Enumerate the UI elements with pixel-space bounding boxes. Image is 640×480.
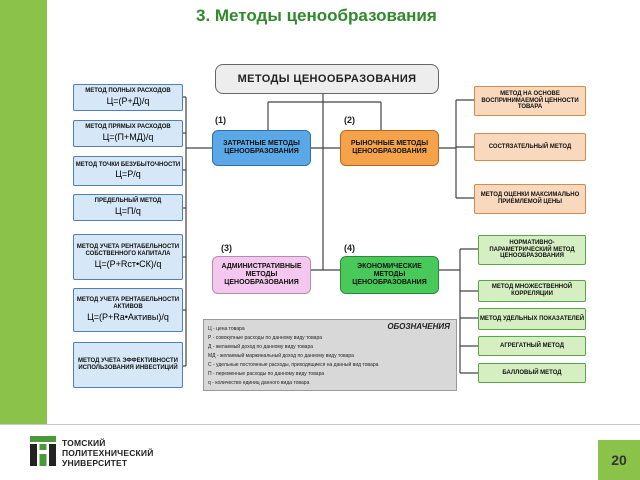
left-method-6-name: МЕТОД УЧЕТА РЕНТАБЕЛЬНОСТИ АКТИВОВ <box>76 297 180 311</box>
econ-method-4: АГРЕГАТНЫЙ МЕТОД <box>478 336 586 356</box>
university-line: УНИВЕРСИТЕТ <box>62 458 128 468</box>
econ-method-5: БАЛЛОВЫЙ МЕТОД <box>478 363 586 383</box>
left-method-1-name: МЕТОД ПОЛНЫХ РАСХОДОВ <box>85 88 171 95</box>
left-method-3-formula: Ц=Р/q <box>115 169 141 180</box>
left-method-1: МЕТОД ПОЛНЫХ РАСХОДОВ Ц=(Р+Д)/q <box>73 84 183 111</box>
university-name: ТОМСКИЙ ПОЛИТЕХНИЧЕСКИЙ УНИВЕРСИТЕТ <box>62 438 182 468</box>
left-method-5-name: МЕТОД УЧЕТА РЕНТАБЕЛЬНОСТИ СОБСТВЕННОГО … <box>76 244 180 258</box>
left-method-7-name: МЕТОД УЧЕТА ЭФФЕКТИВНОСТИ ИСПОЛЬЗОВАНИЯ … <box>78 358 178 371</box>
costly-methods-box: ЗАТРАТНЫЕ МЕТОДЫ ЦЕНООБРАЗОВАНИЯ <box>212 130 311 166</box>
methods-main-box: МЕТОДЫ ЦЕНООБРАЗОВАНИЯ <box>215 64 439 94</box>
footer-divider <box>0 424 640 425</box>
page-number: 20 <box>598 440 640 480</box>
econ-method-3: МЕТОД УДЕЛЬНЫХ ПОКАЗАТЕЛЕЙ <box>478 308 586 330</box>
connector-lines <box>183 94 478 374</box>
left-method-5-formula: Ц=(Р+Rст•СК)/q <box>94 258 162 269</box>
market-method-3: МЕТОД ОЦЕНКИ МАКСИМАЛЬНО ПРИЕМЛЕМОЙ ЦЕНЫ <box>474 184 586 214</box>
slide-title: 3. Методы ценообразования <box>196 6 437 25</box>
legend-line: П - переменные расходы по данному виду т… <box>208 371 325 377</box>
market-methods-box: РЫНОЧНЫЕ МЕТОДЫ ЦЕНООБРАЗОВАНИЯ <box>340 130 439 166</box>
university-line: ПОЛИТЕХНИЧЕСКИЙ <box>62 448 154 458</box>
left-method-6-formula: Ц=(Р+Rа•Активы)/q <box>87 311 169 322</box>
label-4: (4) <box>344 243 355 253</box>
tpu-logo-icon <box>30 436 56 466</box>
market-method-2: СОСТЯЗАТЕЛЬНЫЙ МЕТОД <box>474 133 586 161</box>
left-method-2-formula: Ц=(П+МД)/q <box>102 131 154 142</box>
left-method-4-formula: Ц=П/q <box>115 205 141 216</box>
market-method-1: МЕТОД НА ОСНОВЕ ВОСПРИНИМАЕМОЙ ЦЕННОСТИ … <box>474 86 586 116</box>
left-method-5: МЕТОД УЧЕТА РЕНТАБЕЛЬНОСТИ СОБСТВЕННОГО … <box>73 234 183 280</box>
left-method-3: МЕТОД ТОЧКИ БЕЗУБЫТОЧНОСТИ Ц=Р/q <box>73 156 183 186</box>
legend-line: q - количество единиц данного вида товар… <box>208 380 310 386</box>
admin-methods-box: АДМИНИСТРАТИВНЫЕ МЕТОДЫ ЦЕНООБРАЗОВАНИЯ <box>212 256 311 294</box>
econ-method-1: НОРМАТИВНО-ПАРАМЕТРИЧЕСКИЙ МЕТОД ЦЕНООБР… <box>478 235 586 265</box>
legend-line: Д - желаемый доход по данному виду товар… <box>208 344 314 350</box>
left-method-1-formula: Ц=(Р+Д)/q <box>106 95 150 106</box>
label-3: (3) <box>221 243 232 253</box>
left-method-2-name: МЕТОД ПРЯМЫХ РАСХОДОВ <box>85 124 171 131</box>
left-method-7: МЕТОД УЧЕТА ЭФФЕКТИВНОСТИ ИСПОЛЬЗОВАНИЯ … <box>73 342 183 388</box>
left-method-3-name: МЕТОД ТОЧКИ БЕЗУБЫТОЧНОСТИ <box>75 161 181 168</box>
left-method-6: МЕТОД УЧЕТА РЕНТАБЕЛЬНОСТИ АКТИВОВ Ц=(Р+… <box>73 288 183 332</box>
left-method-4-name: ПРЕДЕЛЬНЫЙ МЕТОД <box>94 198 162 205</box>
left-method-4: ПРЕДЕЛЬНЫЙ МЕТОД Ц=П/q <box>73 194 183 221</box>
econ-method-2: МЕТОД МНОЖЕСТВЕННОЙ КОРРЕЛЯЦИИ <box>478 280 586 302</box>
legend-line: С - удельные постоянные расходы, приходя… <box>208 362 379 368</box>
legend-line: Ц - цена товара <box>208 326 245 332</box>
university-line: ТОМСКИЙ <box>62 438 106 448</box>
econ-methods-box: ЭКОНОМИЧЕСКИЕ МЕТОДЫ ЦЕНООБРАЗОВАНИЯ <box>340 256 439 294</box>
label-2: (2) <box>344 115 355 125</box>
legend-line: МД - желаемый маржинальный доход по данн… <box>208 353 354 359</box>
legend-box: ОБОЗНАЧЕНИЯ Ц - цена товара Р - совокупн… <box>203 319 457 391</box>
label-1: (1) <box>215 115 226 125</box>
legend-title: ОБОЗНАЧЕНИЯ <box>387 322 450 331</box>
left-method-2: МЕТОД ПРЯМЫХ РАСХОДОВ Ц=(П+МД)/q <box>73 120 183 147</box>
left-accent-bar <box>0 0 47 424</box>
legend-line: Р - совокупные расходы по данному виду т… <box>208 335 323 341</box>
